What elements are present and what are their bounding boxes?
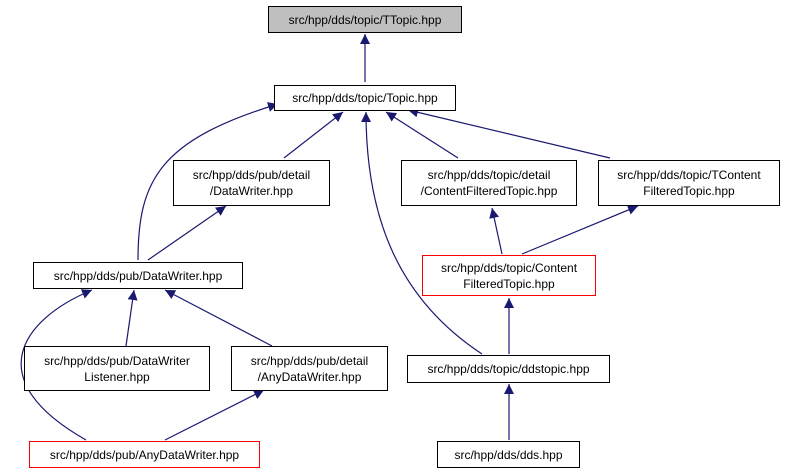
edge-tcontent-filtered-to-topic	[407, 107, 611, 159]
edge-topic-detail-cft-to-topic	[385, 111, 459, 159]
node-datawriter-listener[interactable]: src/hpp/dds/pub/DataWriter Listener.hpp	[24, 346, 210, 391]
node-topic-label: src/hpp/dds/topic/Topic.hpp	[292, 91, 438, 105]
node-anydatawriter-label: src/hpp/dds/pub/AnyDataWriter.hpp	[49, 447, 240, 462]
edge-ddstopic-to-topic	[361, 111, 483, 355]
node-tcontent-filtered-label-2: FilteredTopic.hpp	[643, 184, 735, 198]
node-datawriter-listener-label-1: src/hpp/dds/pub/DataWriter	[44, 353, 190, 368]
node-datawriter-listener-label-2: Listener.hpp	[84, 369, 150, 384]
node-topic-detail-cft[interactable]: src/hpp/dds/topic/detail /ContentFiltere…	[401, 160, 577, 206]
node-ttopic-label: src/hpp/dds/topic/TTopic.hpp	[288, 12, 442, 27]
node-ddstopic[interactable]: src/hpp/dds/topic/ddstopic.hpp	[407, 355, 610, 383]
node-tcontent-filtered[interactable]: src/hpp/dds/topic/TContent FilteredTopic…	[598, 160, 780, 206]
node-anydatawriter[interactable]: src/hpp/dds/pub/AnyDataWriter.hpp	[29, 441, 260, 468]
node-topic-detail-cft-label-2: /ContentFilteredTopic.hpp	[420, 184, 558, 198]
node-cft-label-1: src/hpp/dds/topic/Content	[440, 260, 578, 275]
node-cft[interactable]: src/hpp/dds/topic/Content FilteredTopic.…	[422, 255, 596, 296]
node-dds[interactable]: src/hpp/dds/dds.hpp	[437, 441, 580, 468]
node-pub-detail-datawriter[interactable]: src/hpp/dds/pub/detail /DataWriter.hpp	[173, 160, 330, 206]
node-topic[interactable]: src/hpp/dds/topic/Topic.hpp	[274, 85, 456, 111]
edge-anydatawriter-to-datawriter	[20, 289, 93, 441]
node-pub-detail-anydatawriter-label-1: src/hpp/dds/pub/detail	[250, 353, 369, 368]
edge-cft-to-topic-detail-cft	[489, 207, 503, 255]
node-pub-detail-datawriter-label-2: /DataWriter.hpp	[209, 184, 294, 198]
edge-anydatawriter-to-pub-detail-anydatawriter	[164, 389, 265, 441]
node-ddstopic-label: src/hpp/dds/topic/ddstopic.hpp	[427, 362, 590, 376]
node-ttopic[interactable]: src/hpp/dds/topic/TTopic.hpp	[268, 6, 462, 33]
node-pub-detail-datawriter-label-1: src/hpp/dds/pub/detail	[192, 168, 311, 182]
edge-pub-detail-datawriter-to-topic	[283, 111, 344, 159]
node-topic-detail-cft-label-1: src/hpp/dds/topic/detail	[427, 168, 551, 182]
node-tcontent-filtered-label-1: src/hpp/dds/topic/TContent	[617, 168, 761, 182]
node-dds-label: src/hpp/dds/dds.hpp	[454, 447, 563, 462]
node-pub-detail-anydatawriter-label-2: /AnyDataWriter.hpp	[257, 369, 362, 384]
edge-datawriter-listener-to-datawriter	[125, 289, 138, 347]
edge-cft-to-tcontent-filtered	[521, 205, 639, 255]
node-datawriter-label: src/hpp/dds/pub/DataWriter.hpp	[53, 268, 223, 283]
node-pub-detail-anydatawriter[interactable]: src/hpp/dds/pub/detail /AnyDataWriter.hp…	[231, 346, 388, 391]
edge-datawriter-to-pub-detail-datawriter	[147, 205, 227, 261]
edge-datawriter-to-topic	[137, 102, 279, 261]
node-cft-label-2: FilteredTopic.hpp	[463, 276, 555, 291]
edge-pub-detail-anydatawriter-to-datawriter	[164, 289, 273, 347]
node-datawriter[interactable]: src/hpp/dds/pub/DataWriter.hpp	[33, 262, 243, 289]
